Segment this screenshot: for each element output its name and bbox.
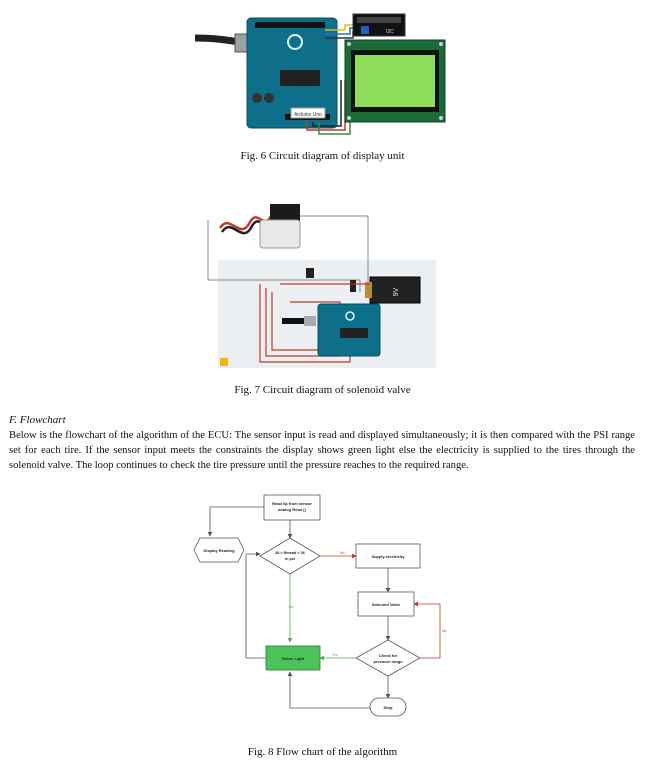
fig8-caption: Fig. 8 Flow chart of the algorithm <box>247 746 398 758</box>
diode <box>350 280 356 292</box>
edge-read-to-display <box>207 506 264 537</box>
edge-stop-loop-back <box>287 671 370 709</box>
arduino-label: Arduino Uno <box>294 112 322 118</box>
lcd-hole-4 <box>439 116 443 120</box>
solenoid-body <box>259 219 301 249</box>
node-decision-line2: in psi <box>285 557 295 561</box>
node-stop <box>369 697 407 717</box>
i2c-header <box>357 17 401 23</box>
arduino-header-top <box>255 22 325 28</box>
section-heading: F. Flowchart <box>9 414 66 426</box>
node-green-light-text: Green Light <box>282 656 305 661</box>
lcd-hole-2 <box>439 42 443 46</box>
section-body: Below is the flowchart of the algorithm … <box>9 430 635 471</box>
node-supply-text: Supply electricity <box>371 554 405 559</box>
battery-cap <box>365 282 372 298</box>
node-solenoid-text: Solenoid Valve <box>372 602 401 607</box>
capacitor-1 <box>252 93 262 103</box>
usb-plug <box>304 316 316 326</box>
tinkercad-logo <box>220 358 228 366</box>
arduino-label-box <box>290 107 326 119</box>
node-check-line2: pressure range <box>374 659 404 664</box>
edge-label-no-right: No <box>340 551 345 555</box>
fig7-caption: Fig. 7 Circuit diagram of solenoid valve <box>234 384 411 396</box>
arduino-logo-icon <box>345 311 355 321</box>
lcd-hole-3 <box>347 116 351 120</box>
usb-cable <box>282 318 304 324</box>
usb-cable <box>195 34 241 46</box>
capacitor-2 <box>264 93 274 103</box>
i2c-label: I2C <box>386 29 394 35</box>
lcd-screen <box>355 55 435 107</box>
node-display <box>193 537 245 563</box>
transistor <box>306 268 314 278</box>
edge-green-loop-back <box>245 551 266 659</box>
wire-gray-top <box>300 215 369 282</box>
node-check-line1: Check for <box>379 653 398 658</box>
arduino-chip <box>280 70 320 86</box>
battery <box>369 276 421 304</box>
battery-label: 9V <box>393 287 400 296</box>
node-display-text: Display Reading <box>203 548 235 553</box>
fig8-flowchart: No Yes No Yes Read i/p from sensor analo… <box>193 494 447 717</box>
node-read-line2: analog Read () <box>278 507 306 512</box>
edge-label-yes-left: Yes <box>332 653 338 657</box>
node-green-light <box>265 645 321 671</box>
wire-red-2 <box>265 288 340 357</box>
node-solenoid <box>357 591 415 617</box>
node-decision-line1: 28 < Rmead < 36 <box>275 551 305 555</box>
edge-label-no-loop: No <box>442 629 447 633</box>
fig6-circuit-diagram: Arduino Uno I2C <box>195 13 446 135</box>
wire-red-3 <box>271 292 330 351</box>
node-read-line1: Read i/p from sensor <box>272 501 312 506</box>
node-decision-range <box>259 537 321 575</box>
node-check-range <box>355 639 421 677</box>
wire-gray-loop <box>207 220 361 292</box>
edge-check-no-loop <box>413 601 441 659</box>
wire-black <box>312 80 342 127</box>
node-stop-text: Stop <box>384 705 393 710</box>
node-supply <box>355 543 421 569</box>
arduino-logo-icon <box>287 34 303 50</box>
node-read <box>263 494 321 521</box>
i2c-pot <box>361 26 369 34</box>
lcd-hole-1 <box>347 42 351 46</box>
arduino-chip <box>340 328 368 338</box>
edge-label-yes-down: Yes <box>288 605 294 609</box>
fig6-caption: Fig. 6 Circuit diagram of display unit <box>240 150 405 162</box>
fig7-circuit-diagram: 9V <box>207 204 436 368</box>
